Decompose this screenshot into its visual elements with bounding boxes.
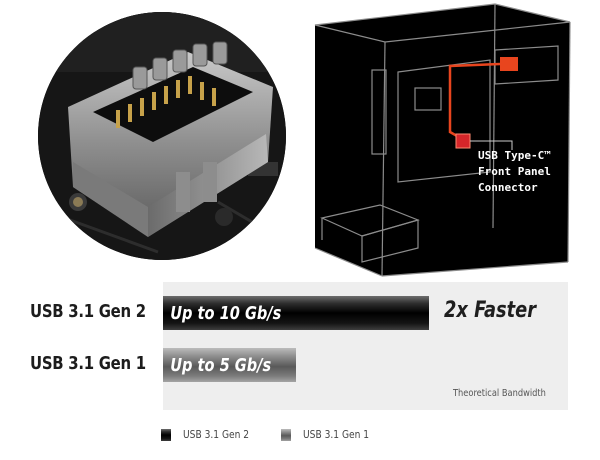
legend-item-gen2: USB 3.1 Gen 2 — [161, 428, 255, 441]
bandwidth-chart: Up to 10 Gb/s Up to 5 Gb/s 2x Faster The… — [163, 282, 568, 410]
legend-swatch-gen1 — [281, 428, 291, 441]
connector-illustration — [38, 12, 286, 260]
connector-caption: USB Type-C™ Front Panel Connector — [478, 149, 551, 194]
legend-swatch-gen2 — [161, 428, 171, 441]
category-label-gen2: USB 3.1 Gen 2 — [30, 301, 146, 322]
speed-factor-annotation: 2x Faster — [444, 298, 536, 323]
legend-label-gen1: USB 3.1 Gen 1 — [303, 428, 370, 441]
bar-gen1: Up to 5 Gb/s — [163, 348, 296, 382]
bar-gen1-label: Up to 5 Gb/s — [170, 354, 272, 376]
pc-case-illustration — [314, 3, 571, 277]
legend-item-gen1: USB 3.1 Gen 1 — [281, 428, 375, 441]
bar-gen2-label: Up to 10 Gb/s — [170, 302, 282, 324]
bar-gen2: Up to 10 Gb/s — [163, 296, 429, 330]
pc-case-diagram — [300, 0, 590, 280]
category-label-gen1: USB 3.1 Gen 1 — [30, 353, 146, 374]
connector-photo — [38, 12, 286, 260]
chart-footnote: Theoretical Bandwidth — [453, 388, 546, 399]
legend-label-gen2: USB 3.1 Gen 2 — [183, 428, 250, 441]
